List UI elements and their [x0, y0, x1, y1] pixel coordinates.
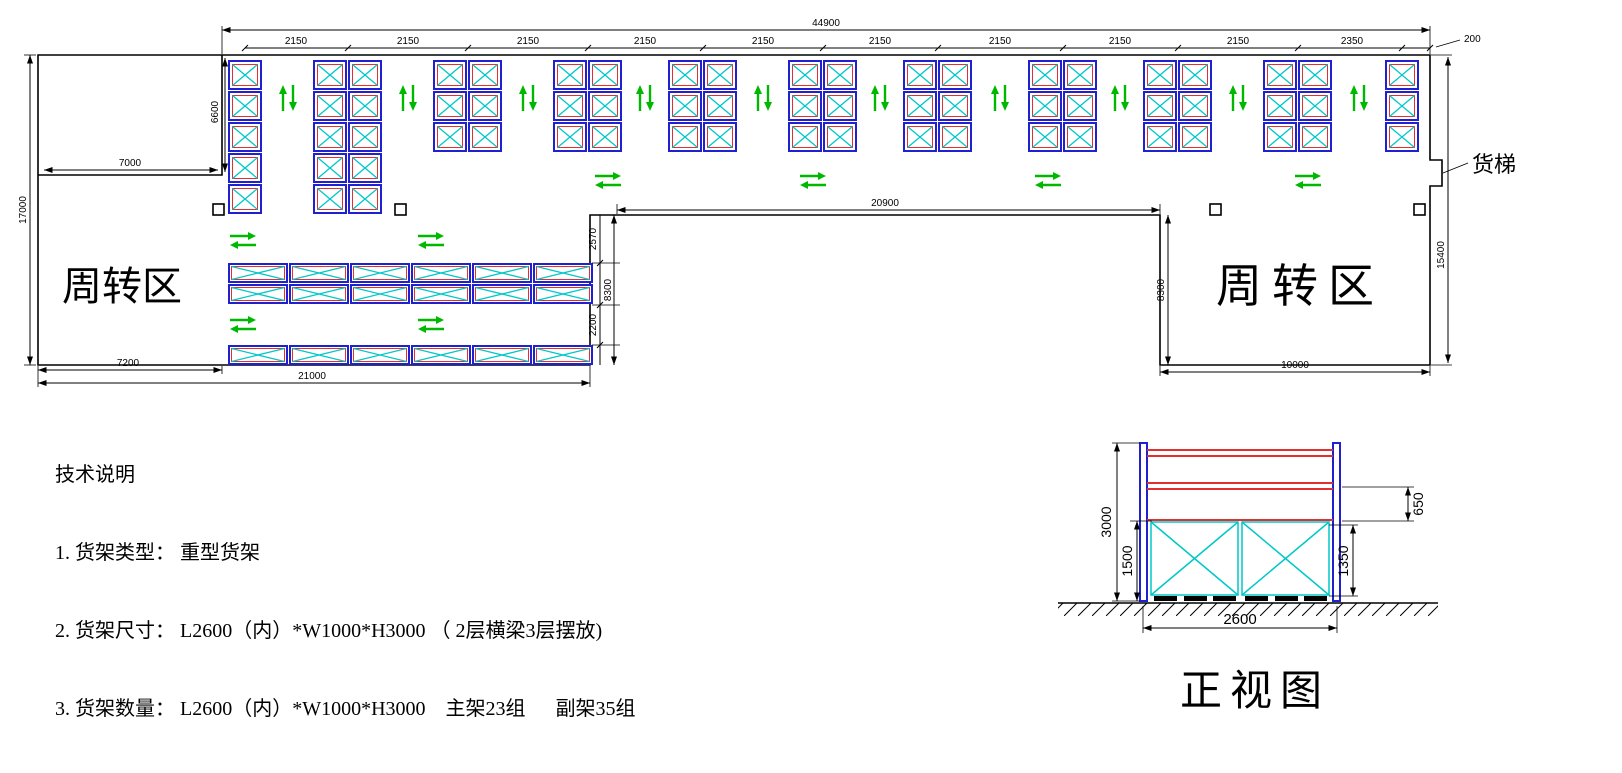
fv-beams [1147, 449, 1333, 521]
rack-row [229, 346, 592, 364]
flow-arrow-horizontal [228, 230, 258, 251]
dim-bottom-total: 21000 [298, 371, 326, 382]
rack-group [904, 61, 971, 151]
flow-arrow-vertical [752, 83, 774, 113]
rack-group [669, 61, 736, 151]
flow-arrow-vertical [1227, 83, 1249, 113]
flow-arrow-horizontal [416, 314, 446, 335]
flow-arrow-horizontal [593, 170, 623, 191]
dim-fv-width: 2600 [1223, 611, 1256, 628]
rack-group [1029, 61, 1096, 151]
dim-fv-height: 3000 [1098, 506, 1114, 537]
dim-bottom-right: 10000 [1281, 360, 1309, 371]
front-view-dimensions: 3000 1500 1350 650 2600 [1098, 442, 1426, 633]
fv-post-left [1139, 442, 1148, 602]
notes-title: 技术说明 [55, 464, 135, 486]
dim-total-width: 44900 [812, 18, 840, 29]
flow-arrow-vertical [634, 83, 656, 113]
rack-group [434, 61, 501, 151]
notes-line-1: 1. 货架类型： 重型货架 [55, 542, 260, 564]
fv-ground-hatch [1058, 603, 1438, 616]
rack-group [554, 61, 621, 151]
rack-rows-bottom-left [229, 264, 592, 364]
rack-row [229, 285, 592, 303]
rack-column [1386, 61, 1418, 151]
dim-bay: 2150 [517, 36, 540, 47]
flow-arrow-vertical [397, 83, 419, 113]
zone-label-right: 周转区 [1216, 261, 1384, 312]
inner-room-wall [38, 55, 223, 176]
column-marker [212, 203, 225, 216]
dim-notch-height: 8300 [603, 278, 614, 301]
plan-dimensions: 44900 2150 2150 2150 2150 2150 2150 2150… [18, 18, 1481, 387]
front-view: 3000 1500 1350 650 2600 正视图 [1058, 442, 1438, 715]
rack-group [314, 61, 381, 213]
column-marker [394, 203, 407, 216]
flow-arrow-horizontal [798, 170, 828, 191]
dim-room-width: 7000 [119, 158, 142, 169]
elevator-label: 货梯 [1472, 152, 1516, 177]
flow-arrow-vertical [1348, 83, 1370, 113]
technical-notes: 技术说明 1. 货架类型： 重型货架 2. 货架尺寸： L2600（内）*W10… [55, 410, 636, 773]
dim-notch-width: 20900 [871, 198, 899, 209]
notes-line-2: 2. 货架尺寸： L2600（内）*W1000*H3000 （ 2层横梁3层摆放… [55, 620, 603, 642]
rack-group [1144, 61, 1211, 151]
fv-post-right [1332, 442, 1341, 602]
flow-arrow-vertical [517, 83, 539, 113]
rack-row [229, 264, 592, 282]
flow-arrow-horizontal [228, 314, 258, 335]
column-marker [1209, 203, 1222, 216]
flow-arrow-horizontal [416, 230, 446, 251]
zone-label-left: 周转区 [62, 264, 182, 309]
dim-edge: 200 [1464, 34, 1481, 45]
flow-arrow-horizontal [1293, 170, 1323, 191]
flow-arrow-vertical [989, 83, 1011, 113]
dim-seg-bottom: 2200 [588, 313, 599, 336]
dim-seg-top: 2570 [588, 227, 599, 250]
dim-bay: 2150 [634, 36, 657, 47]
floor-plan: 44900 2150 2150 2150 2150 2150 2150 2150… [18, 18, 1516, 387]
dim-bay: 2150 [989, 36, 1012, 47]
dim-room-height: 6600 [210, 100, 221, 123]
flow-arrow-vertical [869, 83, 891, 113]
dim-notch-height-right: 8300 [1156, 278, 1167, 301]
dim-fv-level: 1500 [1119, 545, 1135, 576]
dim-bay: 2150 [1227, 36, 1250, 47]
flow-arrow-horizontal [1033, 170, 1063, 191]
front-view-title: 正视图 [1180, 669, 1330, 715]
dim-bay-wide: 2350 [1341, 36, 1364, 47]
dim-bay: 2150 [397, 36, 420, 47]
rack-column [229, 61, 261, 213]
rack-groups-top [229, 61, 1418, 213]
flow-arrow-vertical [1109, 83, 1131, 113]
flow-arrow-vertical [277, 83, 299, 113]
dim-fv-load: 1350 [1335, 545, 1351, 576]
dim-left-height: 17000 [18, 196, 29, 224]
dim-bottom-a: 7200 [117, 358, 140, 369]
fv-goods [1150, 521, 1330, 596]
dim-bay: 2150 [752, 36, 775, 47]
elevator-leader-line [1442, 162, 1469, 174]
building-outline [37, 54, 1443, 366]
dim-fv-gap: 650 [1410, 492, 1426, 516]
notes-line-3: 3. 货架数量： L2600（内）*W1000*H3000 主架23组 副架35… [55, 698, 636, 720]
dim-bay: 2150 [1109, 36, 1132, 47]
fv-pallets [1154, 596, 1327, 601]
dim-bay: 2150 [285, 36, 308, 47]
rack-group [789, 61, 856, 151]
dim-bay: 2150 [869, 36, 892, 47]
dim-right-height: 15400 [1436, 241, 1447, 269]
rack-group [1264, 61, 1331, 151]
column-marker [1413, 203, 1426, 216]
